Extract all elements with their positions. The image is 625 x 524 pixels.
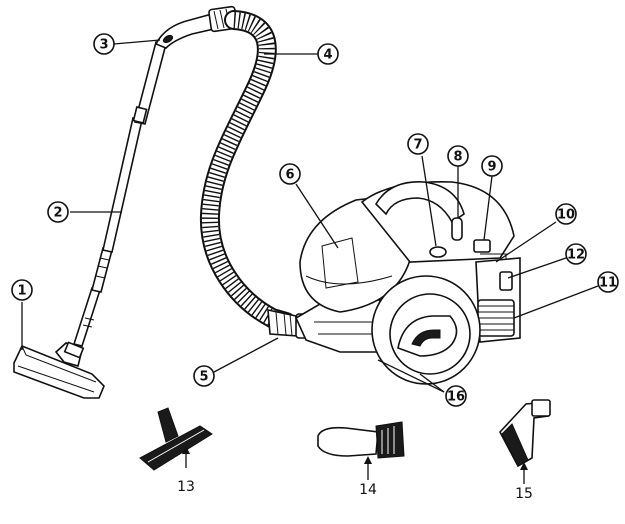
callout-circle <box>11 279 33 301</box>
callout-circle <box>555 203 577 225</box>
callout-circle <box>481 155 503 177</box>
callout-1: 1 <box>11 279 33 301</box>
callout-4: 4 <box>317 43 339 65</box>
callout-circle <box>407 133 429 155</box>
callout-number: 2 <box>53 206 62 221</box>
callout-8: 8 <box>447 145 469 167</box>
callout-number: 12 <box>567 248 585 263</box>
callout-number: 1 <box>17 284 26 299</box>
callout-2: 2 <box>47 201 69 223</box>
callout-number: 10 <box>557 208 575 223</box>
vacuum-body <box>294 181 521 385</box>
callout-11: 11 <box>597 271 619 293</box>
callout-circle <box>279 163 301 185</box>
callout-number: 9 <box>487 160 496 175</box>
callout-number: 5 <box>199 370 208 385</box>
callout-3: 3 <box>93 33 115 55</box>
callout-6: 6 <box>279 163 301 185</box>
flexible-hose <box>199 10 296 332</box>
callout-number: 7 <box>413 138 422 153</box>
callout-circle <box>93 33 115 55</box>
callout-number: 16 <box>447 390 465 405</box>
callout-circle <box>193 365 215 387</box>
callout-12: 12 <box>565 243 587 265</box>
callout-number: 6 <box>285 168 294 183</box>
callout-circle <box>47 201 69 223</box>
accessory-floor-nozzle <box>139 407 213 471</box>
floor-brush <box>13 341 105 399</box>
callout-7: 7 <box>407 133 429 155</box>
accessory-label-15: 15 <box>515 486 533 502</box>
handle <box>154 5 238 49</box>
accessory-label-13: 13 <box>177 479 195 495</box>
callout-number: 11 <box>599 276 617 291</box>
callout-10: 10 <box>555 203 577 225</box>
callout-number: 4 <box>323 48 332 63</box>
callout-circle <box>317 43 339 65</box>
callout-5: 5 <box>193 365 215 387</box>
accessory-label-14: 14 <box>359 482 377 498</box>
callout-circle <box>447 145 469 167</box>
callout-circle <box>445 385 467 407</box>
callout-9: 9 <box>481 155 503 177</box>
callout-16: 16 <box>445 385 467 407</box>
leader-lines <box>21 39 599 484</box>
telescopic-tube <box>72 41 167 347</box>
accessory-brush-tool <box>317 421 405 459</box>
accessory-small-nozzle <box>499 399 551 468</box>
callout-number: 3 <box>99 38 108 53</box>
callout-circle <box>597 271 619 293</box>
callout-circle <box>565 243 587 265</box>
callout-number: 8 <box>453 150 462 165</box>
